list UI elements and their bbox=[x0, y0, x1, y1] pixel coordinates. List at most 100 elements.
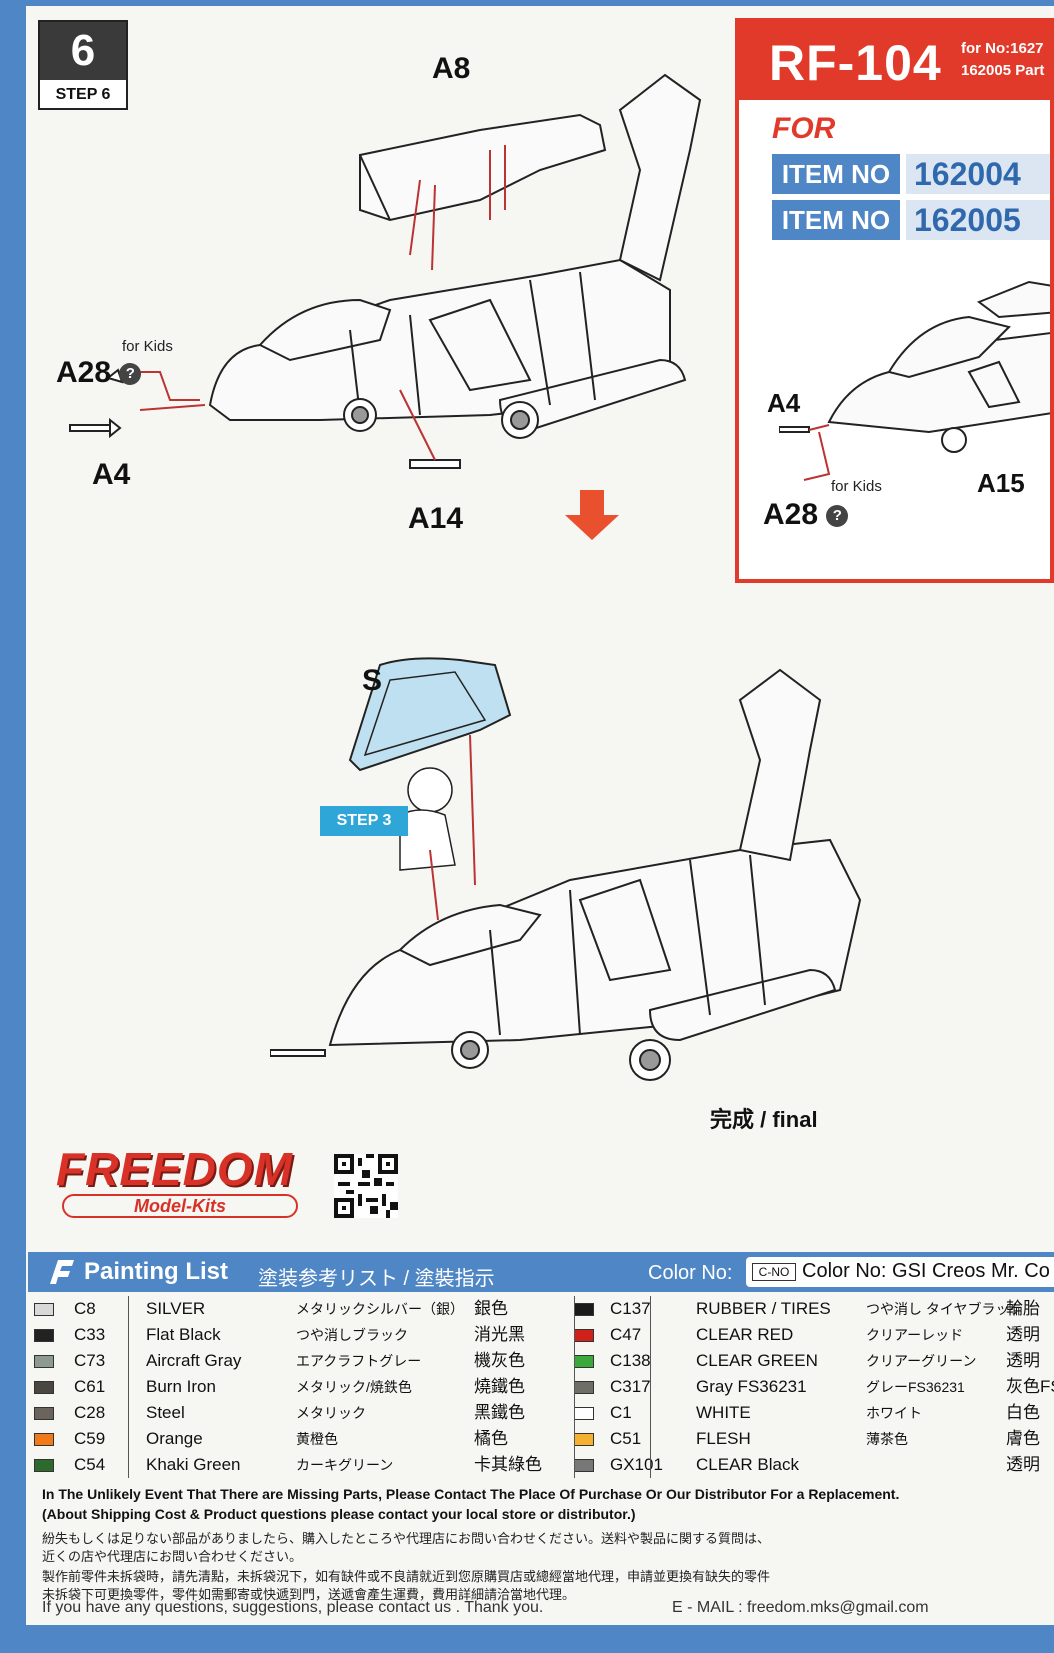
item-value: 162004 bbox=[906, 154, 1050, 194]
paint-zh: 透明 bbox=[1006, 1351, 1040, 1370]
note-jp-2: 近くの店や代理店にお問い合わせください。 bbox=[42, 1549, 303, 1564]
paint-jp: クリアーレッド bbox=[866, 1327, 964, 1343]
paint-zh: 機灰色 bbox=[474, 1351, 525, 1370]
painting-list-header: Painting List 塗装参考リスト / 塗裝指示 Color No: C… bbox=[28, 1252, 1054, 1292]
note-en-1: In The Unlikely Event That There are Mis… bbox=[42, 1486, 900, 1502]
painting-list-title: Painting List bbox=[84, 1258, 228, 1285]
final-label: 完成 / final bbox=[710, 1107, 818, 1132]
assembly-drawing-final bbox=[270, 657, 862, 1081]
paint-zh: 透明 bbox=[1006, 1455, 1040, 1474]
paint-code: C28 bbox=[74, 1403, 106, 1422]
for-kids-label: for Kids bbox=[122, 338, 173, 355]
paint-jp: メタリック/焼鉄色 bbox=[296, 1379, 412, 1395]
painting-list-title-jp: 塗装参考リスト / 塗裝指示 bbox=[258, 1268, 495, 1290]
color-swatch bbox=[34, 1329, 54, 1342]
item-tag: ITEM NO bbox=[772, 200, 900, 240]
color-swatch bbox=[34, 1407, 54, 1420]
part-label-a14: A14 bbox=[408, 502, 464, 535]
rf-model-title: RF-104 bbox=[769, 35, 942, 91]
color-swatch bbox=[574, 1433, 594, 1446]
paint-code: C47 bbox=[610, 1325, 642, 1344]
qr-code-icon bbox=[334, 1154, 398, 1218]
logo-line1: FREEDOM bbox=[56, 1143, 293, 1195]
paint-jp: カーキグリーン bbox=[296, 1457, 394, 1473]
frame-top bbox=[0, 0, 1054, 6]
color-swatch bbox=[34, 1381, 54, 1394]
paint-code: C138 bbox=[610, 1351, 651, 1370]
logo-line2: Model-Kits bbox=[62, 1194, 298, 1218]
paint-name: CLEAR GREEN bbox=[696, 1351, 818, 1370]
color-no-label: Color No: bbox=[648, 1262, 733, 1284]
color-swatch bbox=[34, 1433, 54, 1446]
color-swatch bbox=[574, 1381, 594, 1394]
paint-name: Flat Black bbox=[146, 1325, 221, 1344]
paint-name: RUBBER / TIRES bbox=[696, 1299, 831, 1318]
note-en-2: (About Shipping Cost & Product questions… bbox=[42, 1506, 636, 1522]
part-label-a28: A28 ? bbox=[56, 356, 142, 390]
paint-zh: 輪胎 bbox=[1006, 1299, 1040, 1318]
freedom-logo: FREEDOM Model-Kits bbox=[56, 1142, 306, 1222]
paint-row: C47 CLEAR RED クリアーレッド 透明 bbox=[574, 1322, 1054, 1348]
paint-jp: エアクラフトグレー bbox=[296, 1353, 422, 1369]
rf-for-line2: 162005 Part bbox=[961, 62, 1045, 79]
paint-name: Steel bbox=[146, 1403, 185, 1422]
assembly-drawing-top bbox=[69, 73, 702, 540]
table-divider bbox=[574, 1296, 575, 1478]
color-swatch bbox=[34, 1459, 54, 1472]
question-icon: ? bbox=[119, 363, 142, 386]
paint-code: C8 bbox=[74, 1299, 96, 1318]
paint-name: SILVER bbox=[146, 1299, 206, 1318]
paint-zh: 透明 bbox=[1006, 1325, 1040, 1344]
cno-tag: C-NO bbox=[752, 1263, 796, 1281]
paint-zh: 消光黑 bbox=[474, 1325, 525, 1344]
step3-tag: STEP 3 bbox=[320, 806, 408, 836]
frame-bottom bbox=[0, 1625, 1054, 1653]
rf-104-panel: RF-104 for No:1627 162005 Part FOR ITEM … bbox=[735, 18, 1054, 583]
paint-code: GX101 bbox=[610, 1455, 663, 1474]
paint-zh: 膚色 bbox=[1006, 1429, 1040, 1448]
footer-email: E - MAIL : freedom.mks@gmail.com bbox=[672, 1599, 929, 1616]
rf-header: RF-104 for No:1627 162005 Part bbox=[739, 22, 1050, 100]
item-value: 162005 bbox=[906, 200, 1050, 240]
color-swatch bbox=[34, 1303, 54, 1316]
paint-name: CLEAR RED bbox=[696, 1325, 794, 1344]
freedom-f-icon bbox=[50, 1260, 74, 1284]
color-swatch bbox=[574, 1407, 594, 1420]
paint-zh: 灰色FS bbox=[1006, 1377, 1054, 1396]
creos-box: C-NO Color No: GSI Creos Mr. Co bbox=[746, 1257, 1054, 1287]
paint-jp: つや消し タイヤブラック bbox=[866, 1301, 1016, 1317]
paint-zh: 橘色 bbox=[474, 1429, 508, 1448]
table-divider bbox=[128, 1296, 129, 1478]
paint-code: C1 bbox=[610, 1403, 632, 1422]
paint-jp: クリアーグリーン bbox=[866, 1353, 977, 1369]
step-label: STEP 6 bbox=[55, 86, 111, 103]
paint-code: C317 bbox=[610, 1377, 651, 1396]
paint-jp: 薄茶色 bbox=[866, 1431, 908, 1447]
paint-zh: 黑鐵色 bbox=[474, 1403, 525, 1422]
note-zh-2: 未拆袋下可更換零件，零件如需郵寄或快遞到門，送遞會產生運費，費用詳細請洽當地代理… bbox=[42, 1587, 576, 1602]
paint-jp bbox=[866, 1452, 1016, 1478]
paint-row: C28 Steel メタリック 黑鐵色 bbox=[34, 1400, 554, 1426]
paint-zh: 銀色 bbox=[474, 1299, 508, 1318]
creos-text: Color No: GSI Creos Mr. Co bbox=[802, 1260, 1050, 1282]
part-label-a8: A8 bbox=[432, 52, 471, 85]
paint-code: C33 bbox=[74, 1325, 106, 1344]
paint-jp: メタリック bbox=[296, 1405, 366, 1421]
color-swatch bbox=[574, 1459, 594, 1472]
note-jp-1: 紛失もしくは足りない部品がありましたら、購入したところや代理店にお問い合わせくだ… bbox=[42, 1531, 771, 1546]
item-tag: ITEM NO bbox=[772, 154, 900, 194]
color-swatch bbox=[574, 1329, 594, 1342]
paint-jp: メタリックシルバー（銀） bbox=[296, 1301, 464, 1317]
paint-jp: グレーFS36231 bbox=[866, 1379, 965, 1395]
rf-for-kids: for Kids bbox=[831, 478, 882, 495]
